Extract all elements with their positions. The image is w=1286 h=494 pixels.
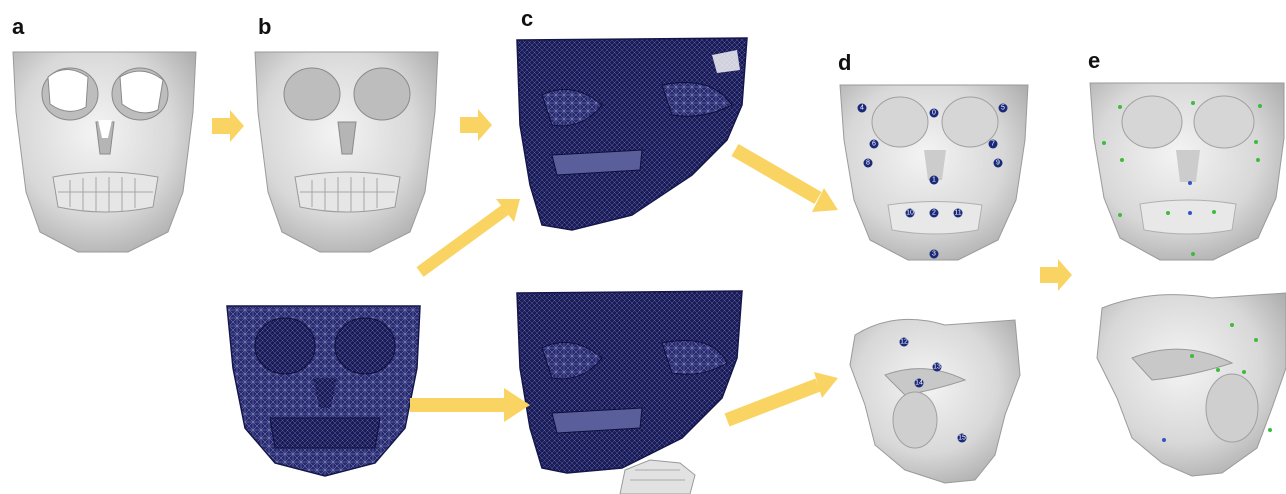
meshed-skull-lateral-bottom [517,291,742,473]
cervical-vertebra [620,460,695,494]
result-skull-frontal [1090,83,1284,260]
landmark-2: 2 [930,209,939,218]
svg-text:3: 3 [932,251,936,258]
svg-text:4: 4 [860,105,864,112]
arrow-a-to-b [212,110,244,142]
landmark-12: 12 [900,338,909,347]
svg-text:6: 6 [872,141,876,148]
landmark-11: 11 [954,209,963,218]
svg-text:8: 8 [866,160,870,167]
landmark-3: 3 [930,250,939,259]
panel-label-a: a [12,14,25,39]
arrow-b-to-c [460,109,492,141]
svg-text:2: 2 [932,210,936,217]
landmark-8: 8 [864,159,873,168]
svg-text:11: 11 [954,210,961,217]
svg-text:9: 9 [996,160,1000,167]
arrow-d-to-e [1040,259,1072,291]
landmark-1: 1 [930,176,939,185]
landmark-0: 0 [930,109,939,118]
landmark-15: 15 [958,434,967,443]
template-mesh-frontal [227,306,420,476]
landmark-13: 13 [933,363,942,372]
svg-text:12: 12 [900,339,908,346]
landmarked-skull-lateral [850,319,1020,483]
svg-text:13: 13 [933,364,941,371]
arrow-template-to-c-top [420,199,520,272]
panel-label-b: b [258,14,271,39]
landmark-4: 4 [858,104,867,113]
meshed-skull-lateral-top [517,38,747,230]
arrow-template-to-c-bottom [410,388,530,422]
landmark-6: 6 [870,140,879,149]
landmark-5: 5 [999,104,1008,113]
landmark-10: 10 [906,209,915,218]
result-skull-lateral [1097,293,1286,476]
svg-text:0: 0 [932,110,936,117]
panel-label-c: c [521,6,533,31]
landmark-9: 9 [994,159,1003,168]
arrow-c-bottom-to-d [727,372,838,420]
svg-text:7: 7 [991,141,995,148]
svg-text:10: 10 [906,210,914,217]
smoothed-skull-frontal [255,52,438,252]
panel-label-e: e [1088,48,1100,73]
raw-skull-frontal [13,52,196,252]
arrow-c-top-to-d [735,150,838,212]
svg-text:1: 1 [932,177,936,184]
landmark-14: 14 [915,379,924,388]
landmark-7: 7 [989,140,998,149]
svg-text:14: 14 [915,380,923,387]
svg-text:5: 5 [1001,105,1005,112]
panel-label-d: d [838,50,851,75]
svg-text:15: 15 [958,435,966,442]
